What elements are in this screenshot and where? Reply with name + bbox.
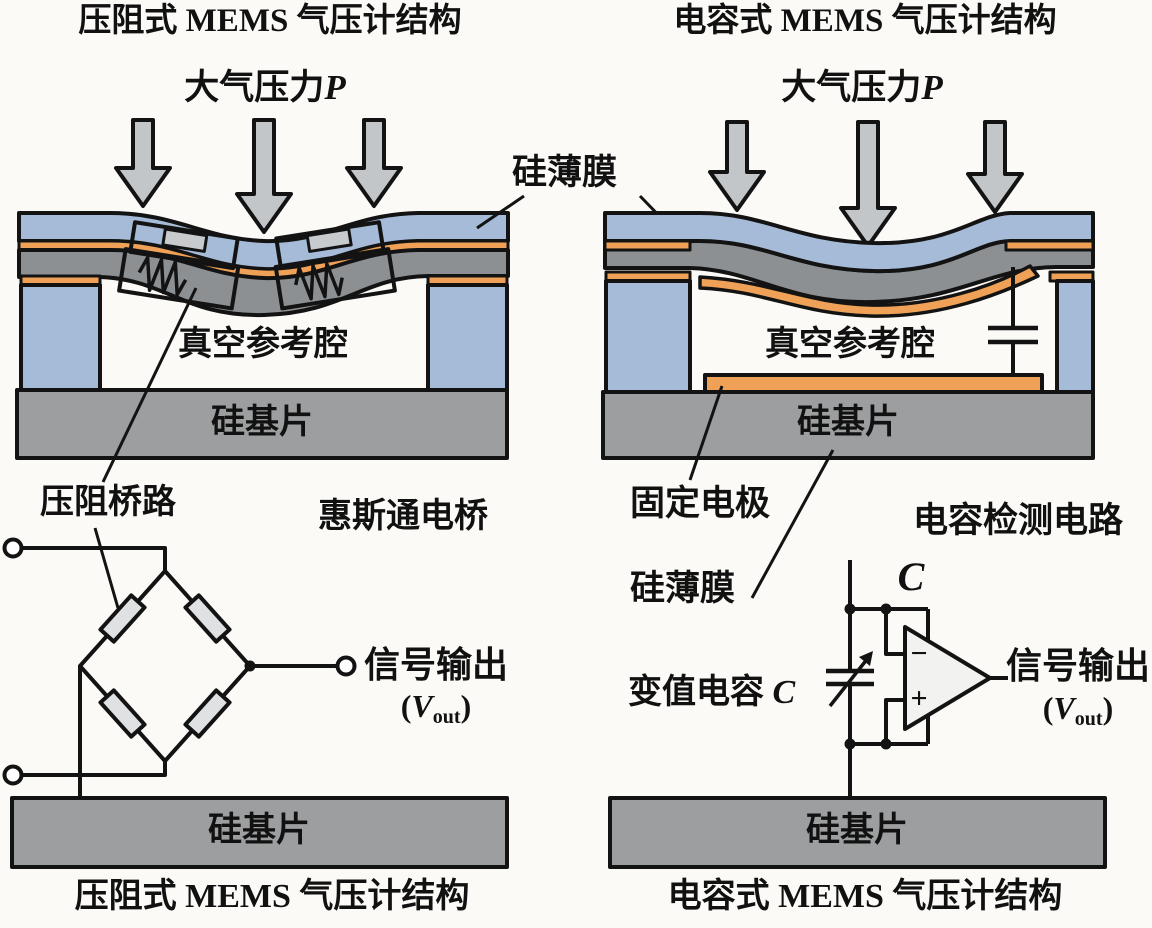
leader-line-membrane2 (750, 449, 835, 599)
fixed-electrode-shape (703, 373, 1044, 394)
movable-electrode-shape (698, 264, 1040, 318)
pressure-text: 大气压力 (184, 68, 325, 107)
variable-cap-label: 变值电容 C (628, 675, 795, 711)
feedback-cap-label: C (897, 554, 925, 599)
wheatstone-bridge-circuit (2, 537, 509, 869)
resistor-zigzag-icon (294, 262, 344, 301)
pressure-symbol: P (324, 68, 346, 107)
bridge-resistor-icon (183, 593, 232, 644)
resistor-zigzag-icon (137, 255, 188, 297)
substrate-bar-shape (608, 796, 1107, 869)
left-pressure-label: 大气压力P (145, 68, 385, 107)
right-caption: 电容式 MEMS 气压计结构 (667, 878, 1063, 915)
left-cavity-label: 真空参考腔 (178, 326, 348, 363)
pressure-arrow-icon (114, 118, 172, 208)
vout-subscript: out (1074, 708, 1103, 730)
wire (21, 546, 167, 571)
leader-line-fixed-electrode (688, 385, 724, 481)
membrane-label: 硅薄膜 (512, 153, 618, 192)
fixed-electrode-label: 固定电极 (630, 484, 771, 523)
right-substrate-label: 硅基片 (797, 404, 899, 441)
cavity-sidewall-left (604, 279, 692, 394)
capacitance-detection-circuit (608, 560, 1107, 869)
right-pressure-label: 大气压力P (742, 68, 982, 107)
pressure-arrows-right (708, 120, 1024, 248)
edge-oxide-left (603, 239, 692, 252)
pressure-arrow-icon (235, 118, 293, 234)
bridge-diamond (78, 569, 252, 763)
vout-subscript: out (432, 706, 461, 728)
left-substrate-bar-label: 硅基片 (208, 812, 310, 849)
left-caption: 压阻式 MEMS 气压计结构 (74, 878, 470, 915)
pressure-arrow-icon (839, 120, 897, 248)
opamp-icon (903, 625, 992, 731)
noninverting-input-wire (884, 698, 905, 744)
substrate-bar-shape (10, 796, 509, 869)
right-vout-label: (Vout) (1042, 690, 1114, 730)
wheatstone-label: 惠斯通电桥 (318, 498, 488, 535)
vout-symbol: V (1053, 690, 1075, 726)
variable-cap-text: 变值电容 (628, 674, 764, 711)
bridge-resistor-icon (98, 688, 147, 739)
opamp-minus-label: − (910, 637, 928, 670)
bridge-resistor-icon (98, 593, 147, 644)
right-signal-output-label: 信号输出 (1006, 646, 1151, 686)
substrate-shape (601, 390, 1095, 460)
junction-dot (844, 603, 856, 615)
right-cavity-label: 真空参考腔 (765, 326, 935, 363)
inverting-input-wire (884, 609, 905, 656)
contact-pad-icon (161, 227, 209, 253)
cavity-sidewall-right (1055, 279, 1095, 394)
pressure-symbol: P (921, 68, 943, 107)
leader-line-membrane-left (476, 194, 525, 230)
left-title: 压阻式 MEMS 气压计结构 (78, 3, 462, 39)
left-substrate-label: 硅基片 (211, 404, 313, 441)
cavity-sidewall-left (19, 283, 102, 392)
piezoresistor-unit (117, 220, 241, 311)
piezoresistor-unit (273, 220, 397, 311)
left-signal-output-label: 信号输出 (364, 645, 509, 685)
leader-line-to-bridge-resistor (93, 527, 120, 609)
terminal-icon (2, 764, 24, 786)
pressure-arrow-icon (966, 120, 1024, 214)
variable-capacitor-arrow-icon (828, 656, 870, 708)
pressure-arrow-icon (345, 118, 403, 208)
left-vout-label: (Vout) (400, 688, 472, 728)
right-structure (601, 120, 1095, 599)
detection-circuit-label: 电容检测电路 (913, 501, 1124, 540)
junction-dot (880, 603, 892, 615)
variable-cap-symbol: C (772, 674, 796, 711)
terminal-icon (2, 537, 24, 559)
leader-line-piezo-bridge (101, 287, 198, 483)
wire (21, 761, 167, 777)
edge-oxide-right (1004, 239, 1095, 252)
substrate-shape (15, 388, 509, 460)
pressure-text: 大气压力 (781, 68, 922, 107)
piezo-bridge-label: 压阻桥路 (40, 484, 176, 521)
terminal-icon (335, 655, 357, 677)
pressure-arrows-left (114, 118, 403, 234)
left-structure (15, 118, 510, 609)
pressure-arrow-icon (708, 120, 766, 212)
membrane2-label: 硅薄膜 (630, 569, 736, 608)
right-title: 电容式 MEMS 气压计结构 (673, 3, 1057, 39)
bridge-resistor-icon (183, 688, 232, 739)
junction-dot (880, 738, 892, 750)
opamp-plus-label: + (910, 682, 928, 715)
cavity-sidewall-right (426, 283, 509, 392)
contact-pad-icon (305, 227, 353, 253)
vout-symbol: V (411, 688, 433, 724)
junction-dot (844, 738, 856, 750)
variable-capacitor-arrowhead-icon (859, 651, 873, 666)
right-substrate-bar-label: 硅基片 (806, 812, 908, 849)
